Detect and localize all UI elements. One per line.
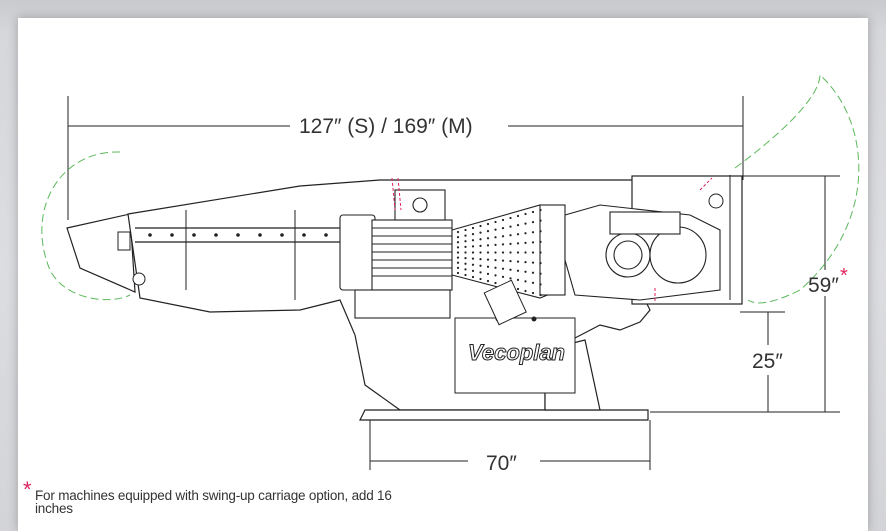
base-width-label: 70″	[486, 452, 517, 475]
guide-markers	[391, 177, 713, 302]
infeed-height-label: 25″	[752, 350, 783, 373]
height-label: 59″	[808, 274, 839, 297]
rail-bolts	[148, 233, 328, 237]
swing-arc-lines	[41, 73, 860, 304]
rotor-drum	[451, 204, 566, 299]
footnote-text: For machines equipped with swing-up carr…	[35, 488, 392, 516]
footnote-asterisk: *	[23, 477, 32, 502]
overall-length-label: 127″ (S) / 169″ (M)	[299, 115, 473, 138]
machine-details	[117, 175, 731, 326]
vecoplan-logo: Vecoplan	[468, 340, 565, 365]
footnote: * For machines equipped with swing-up ca…	[23, 479, 395, 516]
dimension-lines	[67, 96, 840, 470]
height-asterisk: *	[840, 265, 848, 287]
rotor-holes	[456, 208, 542, 297]
drive-motor	[339, 189, 453, 319]
gearbox	[564, 204, 721, 301]
access-door	[454, 316, 576, 394]
